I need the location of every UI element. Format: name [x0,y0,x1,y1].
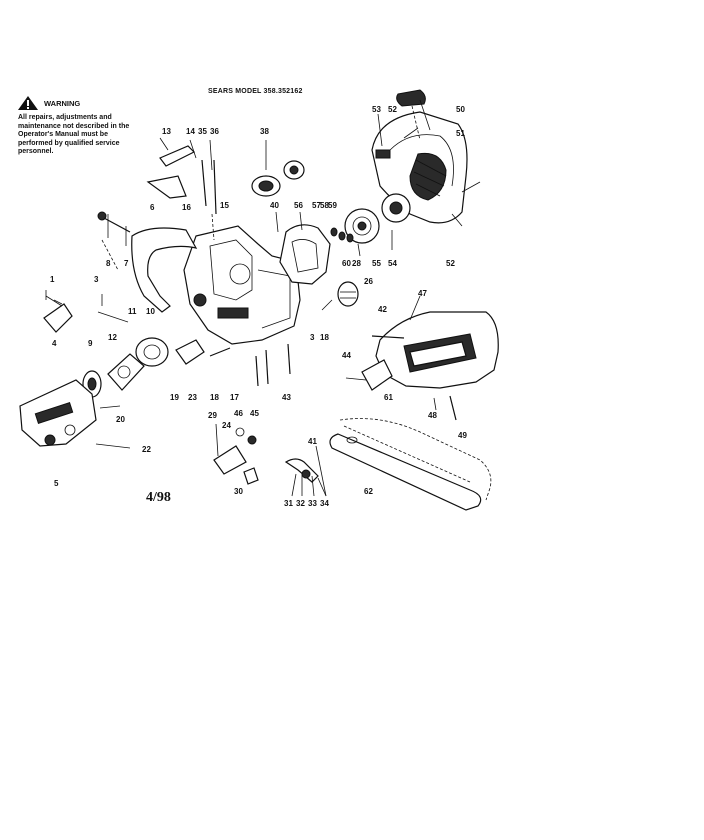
callout-56: 56 [294,201,303,210]
clutch [337,281,359,307]
callout-13: 13 [162,127,171,136]
callout-62: 62 [364,487,373,496]
callout-52b: 52 [446,259,455,268]
revision-date: 4/98 [146,490,171,505]
callout-18a: 18 [320,333,329,342]
callout-61: 61 [384,393,393,402]
callout-50: 50 [456,105,465,114]
callout-36: 36 [210,127,219,136]
flywheel [344,208,380,244]
callout-19: 19 [170,393,179,402]
callout-labels: 13 14 35 36 38 53 52 50 51 6 16 15 40 56… [50,105,467,508]
callout-40: 40 [270,201,279,210]
callout-34: 34 [320,499,329,508]
callout-59: 59 [328,201,337,210]
callout-17: 17 [230,393,239,402]
callout-20: 20 [116,415,125,424]
front-handle [131,227,198,313]
callout-49: 49 [458,431,467,440]
callout-51: 51 [456,129,465,138]
callout-55: 55 [372,259,381,268]
sprocket-cover [19,379,97,447]
callout-18b: 18 [210,393,219,402]
callout-14: 14 [186,127,195,136]
callout-7: 7 [124,259,129,268]
callout-60: 60 [342,259,351,268]
callout-6: 6 [150,203,155,212]
callout-35: 35 [198,127,207,136]
callout-8: 8 [106,259,111,268]
callout-31: 31 [284,499,293,508]
air-filter [251,160,305,197]
model-heading: SEARS MODEL 358.352162 [208,88,303,95]
callout-5: 5 [54,479,59,488]
callout-48: 48 [428,411,437,420]
callout-45: 45 [250,409,259,418]
warning-triangle-icon [18,96,38,110]
callout-44: 44 [342,351,351,360]
callout-47: 47 [418,289,427,298]
callout-3: 3 [94,275,99,284]
callout-32: 32 [296,499,305,508]
callout-4: 4 [52,339,57,348]
callout-9: 9 [88,339,93,348]
starter-pulley [381,193,411,223]
callout-2: 3 [310,333,315,342]
callout-33: 33 [308,499,317,508]
callout-41: 41 [308,437,317,446]
clutch-drum [135,337,169,367]
warning-title: WARNING [44,99,81,108]
callout-1: 1 [50,275,55,284]
callout-53: 53 [372,105,381,114]
callout-22: 22 [142,445,151,454]
callout-29: 29 [208,411,217,420]
callout-23: 23 [188,393,197,402]
callout-16: 16 [182,203,191,212]
callout-54: 54 [388,259,397,268]
chain-brake-lever [43,295,73,333]
clutch-cover [107,353,145,391]
saw-chain [339,418,492,501]
callout-15: 15 [220,201,229,210]
callout-24: 24 [222,421,231,430]
main-housing [183,225,301,345]
callout-26: 26 [364,277,373,286]
callout-42: 42 [378,305,387,314]
bar-scabbard [375,311,499,389]
warning-block: WARNING All repairs, adjustments and mai… [18,96,138,157]
callout-12: 12 [108,333,117,342]
callout-58: 58 [320,201,329,210]
leader-lines [45,113,437,497]
starter-handle [396,89,431,141]
callout-52a: 52 [388,105,397,114]
callout-28: 28 [352,259,361,268]
cylinder-cover [279,224,331,285]
callout-10: 10 [146,307,155,316]
callout-43: 43 [282,393,291,402]
callout-30: 30 [234,487,243,496]
callout-11: 11 [128,307,137,316]
callout-46: 46 [234,409,243,418]
guide-bar [329,433,482,511]
warning-text: All repairs, adjustments and maintenance… [18,114,130,155]
bolt-8 [97,211,131,233]
callout-38: 38 [260,127,269,136]
chain-tensioner [213,427,257,475]
callout-57: 57 [312,201,321,210]
